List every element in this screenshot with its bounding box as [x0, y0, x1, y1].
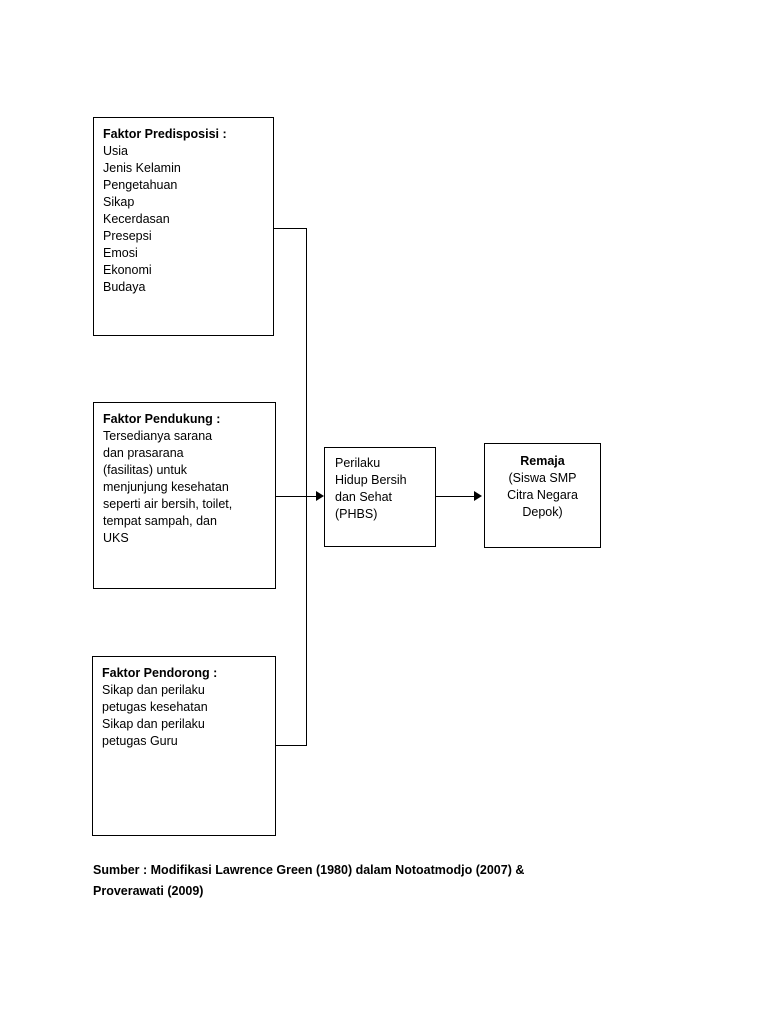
arrowhead-to-remaja-icon — [474, 491, 482, 501]
list-item: Ekonomi — [103, 263, 152, 277]
list-item: (PHBS) — [335, 507, 378, 521]
box-faktor-predisposisi-title: Faktor Predisposisi : — [103, 127, 227, 141]
list-item: Sikap dan perilaku — [102, 683, 205, 697]
box-faktor-pendorong-title: Faktor Pendorong : — [102, 666, 218, 680]
list-item: Tersedianya sarana — [103, 429, 213, 443]
box-remaja-lines: (Siswa SMP Citra Negara Depok) — [491, 470, 594, 521]
list-item: Emosi — [103, 246, 138, 260]
list-item: Jenis Kelamin — [103, 161, 181, 175]
arrowhead-to-phbs-icon — [316, 491, 324, 501]
list-item: dan prasarana — [103, 446, 184, 460]
box-faktor-pendorong: Faktor Pendorong : Sikap dan perilaku pe… — [92, 656, 276, 836]
box-faktor-predisposisi: Faktor Predisposisi : Usia Jenis Kelamin… — [93, 117, 274, 336]
list-item: Pengetahuan — [103, 178, 178, 192]
list-item: Kecerdasan — [103, 212, 170, 226]
box-faktor-pendukung-title: Faktor Pendukung : — [103, 412, 221, 426]
box-phbs-lines: Perilaku Hidup Bersih dan Sehat (PHBS) — [335, 455, 426, 523]
box-faktor-predisposisi-lines: Usia Jenis Kelamin Pengetahuan Sikap Kec… — [103, 143, 264, 296]
box-remaja: Remaja (Siswa SMP Citra Negara Depok) — [484, 443, 601, 548]
list-item: Usia — [103, 144, 129, 158]
box-faktor-pendukung-content: Faktor Pendukung : Tersedianya sarana da… — [94, 403, 275, 547]
connector-pendukung-stub — [276, 496, 307, 497]
box-faktor-predisposisi-content: Faktor Predisposisi : Usia Jenis Kelamin… — [94, 118, 273, 296]
list-item: Hidup Bersih — [335, 473, 407, 487]
list-item: (fasilitas) untuk — [103, 463, 188, 477]
list-item: dan Sehat — [335, 490, 392, 504]
list-item: petugas Guru — [102, 734, 178, 748]
box-remaja-title: Remaja — [520, 454, 565, 468]
list-item: petugas kesehatan — [102, 700, 208, 714]
source-caption-line-1: Sumber : Modifikasi Lawrence Green (1980… — [93, 863, 525, 877]
box-phbs-content: Perilaku Hidup Bersih dan Sehat (PHBS) — [325, 448, 435, 523]
source-caption-line-2: Proverawati (2009) — [93, 884, 204, 898]
list-item: tempat sampah, dan — [103, 514, 217, 528]
list-item: Sikap — [103, 195, 135, 209]
list-item: seperti air bersih, toilet, — [103, 497, 233, 511]
list-item: Depok) — [522, 505, 563, 519]
connector-phbs-to-remaja — [436, 496, 476, 497]
connector-bus-to-phbs — [306, 496, 318, 497]
list-item: Presepsi — [103, 229, 152, 243]
list-item: Sikap dan perilaku — [102, 717, 205, 731]
box-faktor-pendukung-lines: Tersedianya sarana dan prasarana (fasili… — [103, 428, 266, 547]
connector-pendorong-stub — [276, 745, 307, 746]
list-item: UKS — [103, 531, 129, 545]
list-item: Citra Negara — [507, 488, 578, 502]
box-faktor-pendorong-lines: Sikap dan perilaku petugas kesehatan Sik… — [102, 682, 266, 750]
list-item: menjunjung kesehatan — [103, 480, 229, 494]
source-caption: Sumber : Modifikasi Lawrence Green (1980… — [93, 860, 693, 902]
connector-vertical-bus — [306, 228, 307, 746]
box-faktor-pendorong-content: Faktor Pendorong : Sikap dan perilaku pe… — [93, 657, 275, 750]
connector-predisposisi-stub — [274, 228, 307, 229]
box-phbs: Perilaku Hidup Bersih dan Sehat (PHBS) — [324, 447, 436, 547]
list-item: (Siswa SMP — [508, 471, 577, 485]
list-item: Budaya — [103, 280, 146, 294]
box-remaja-content: Remaja (Siswa SMP Citra Negara Depok) — [485, 444, 600, 521]
list-item: Perilaku — [335, 456, 381, 470]
box-faktor-pendukung: Faktor Pendukung : Tersedianya sarana da… — [93, 402, 276, 589]
